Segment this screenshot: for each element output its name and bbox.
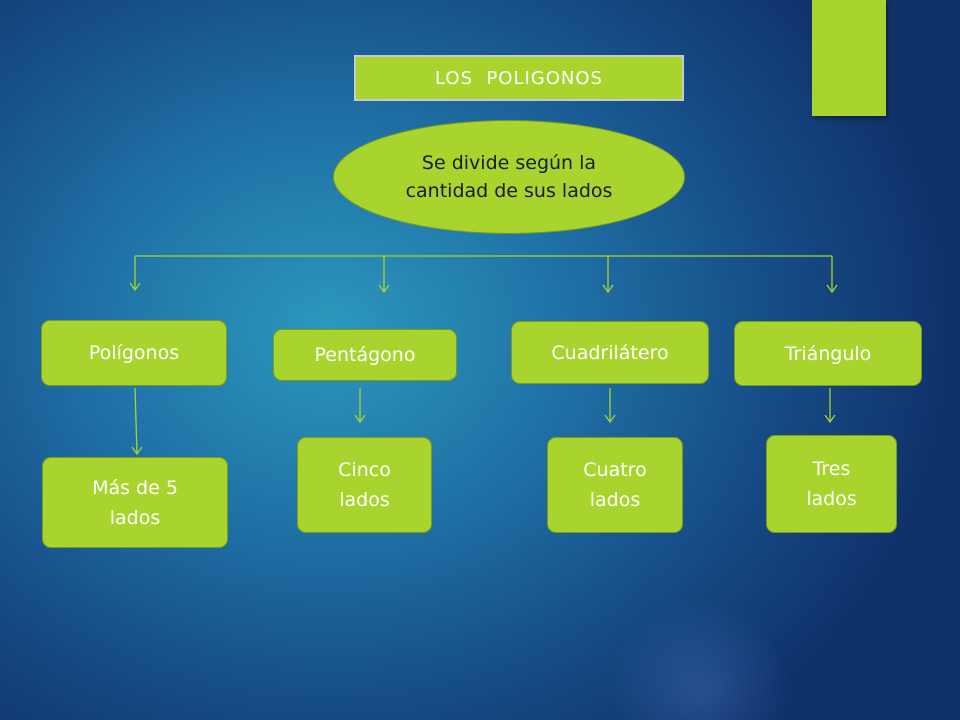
central-node-text: Se divide según la cantidad de sus lados bbox=[405, 152, 613, 202]
arrow-cuadrilatero-desc bbox=[604, 388, 616, 424]
central-node: Se divide según la cantidad de sus lados bbox=[333, 120, 685, 234]
desc-cuadrilatero: Cuatro lados bbox=[547, 437, 683, 533]
node-pentagono: Pentágono bbox=[273, 329, 457, 381]
node-cuadrilatero: Cuadrilátero bbox=[511, 321, 709, 384]
arrow-triangulo bbox=[826, 256, 838, 294]
arrow-pentagono-desc bbox=[354, 388, 366, 424]
arrow-pentagono bbox=[378, 256, 390, 294]
node-poligonos: Polígonos bbox=[41, 320, 227, 386]
desc-poligonos: Más de 5 lados bbox=[42, 457, 228, 548]
arrow-polygonos-desc bbox=[131, 387, 143, 456]
arrow-polygonos bbox=[129, 256, 141, 292]
arrow-cuadrilatero bbox=[602, 256, 614, 294]
desc-pentagono: Cinco lados bbox=[297, 437, 432, 533]
diagram-title: LOS POLIGONOS bbox=[354, 55, 684, 101]
desc-triangulo: Tres lados bbox=[766, 435, 897, 533]
arrow-triangulo-desc bbox=[824, 388, 836, 424]
accent-bar bbox=[812, 0, 886, 116]
node-triangulo: Triángulo bbox=[734, 321, 922, 386]
